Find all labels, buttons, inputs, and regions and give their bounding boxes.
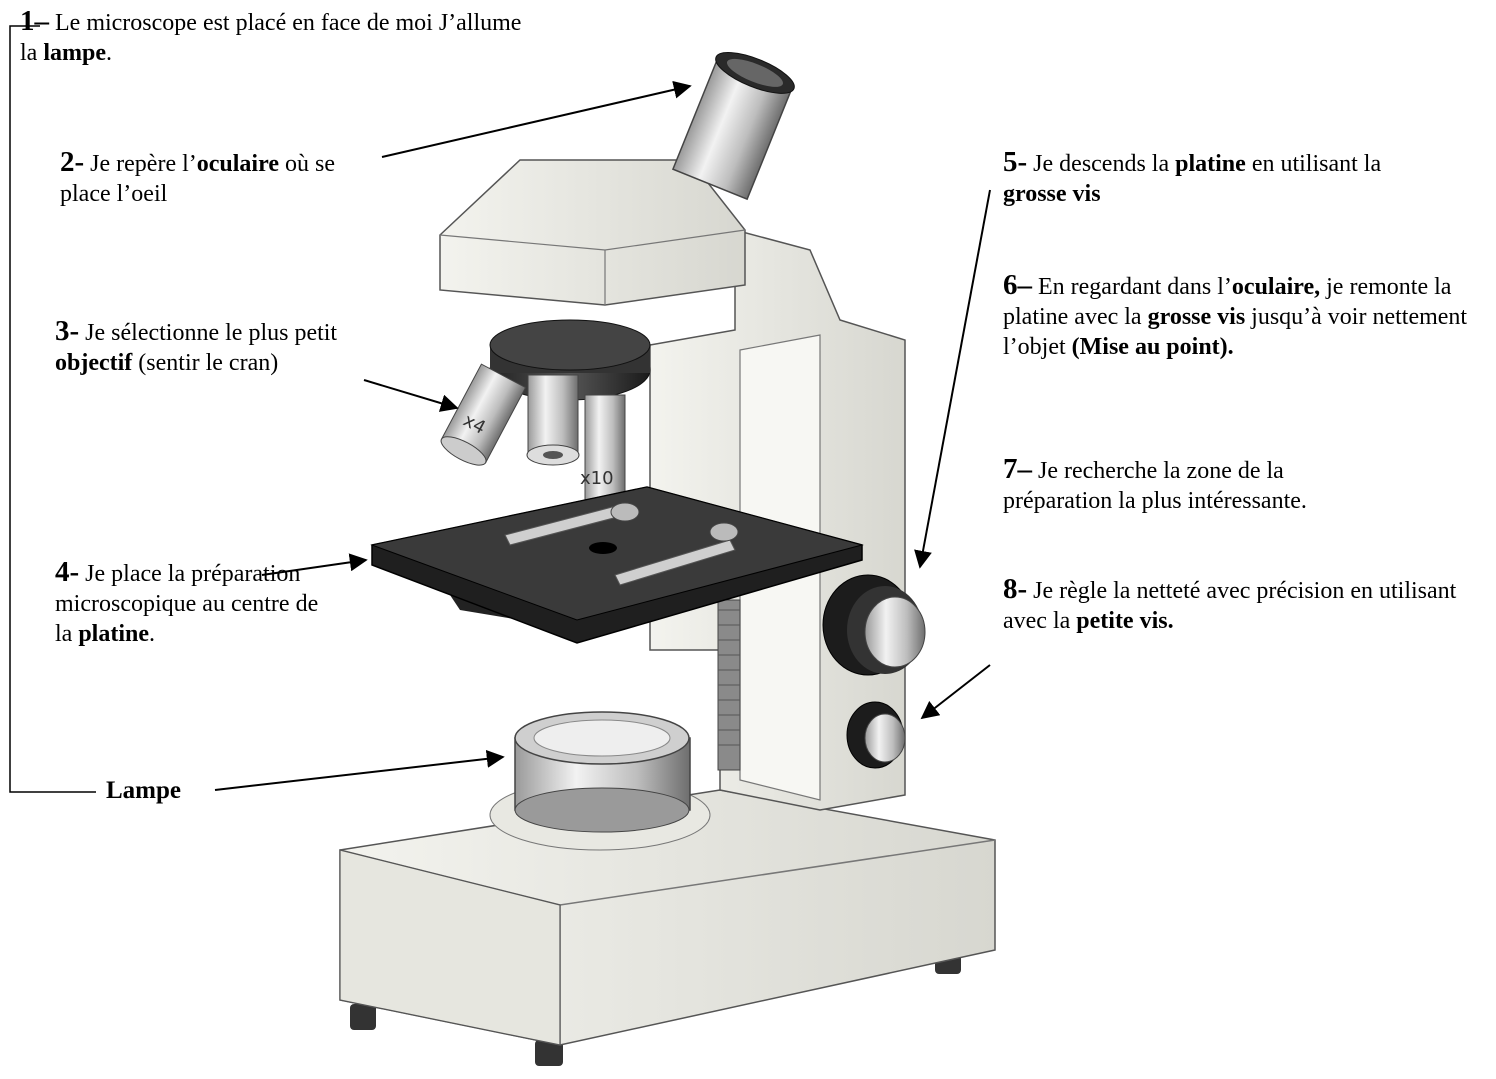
objective-x10-mark: x10 xyxy=(580,468,614,489)
step-2-note: 2- Je repère l’oculaire où se place l’oe… xyxy=(60,147,380,209)
step1-bracket xyxy=(10,26,96,792)
step-number: 3- xyxy=(55,315,79,347)
arrow-coarse-knob xyxy=(920,190,990,567)
microscope-head xyxy=(440,160,745,305)
eyepiece xyxy=(671,44,799,200)
step-number: 4- xyxy=(55,556,79,588)
step-number: 1– xyxy=(20,5,49,37)
step-text: Je descends la xyxy=(1027,151,1175,177)
step-number: 5- xyxy=(1003,146,1027,178)
step-text: en utilisant la xyxy=(1246,151,1381,177)
step-5-note: 5- Je descends la platine en utilisant l… xyxy=(1003,147,1403,209)
step-number: 8- xyxy=(1003,573,1027,605)
step-keyword: platine xyxy=(78,621,149,647)
coarse-focus-knob xyxy=(823,575,925,675)
objective-x4: x4 xyxy=(437,364,525,470)
lamp xyxy=(490,712,710,850)
step-6-note: 6– En regardant dans l’oculaire, je remo… xyxy=(1003,270,1473,362)
arrow-lamp xyxy=(215,757,503,790)
step-8-note: 8- Je règle la netteté avec précision en… xyxy=(1003,574,1488,636)
step-keyword: oculaire, xyxy=(1232,274,1320,300)
step-number: 2- xyxy=(60,146,84,178)
step-number: 6– xyxy=(1003,269,1032,301)
step-text: Je repère l’ xyxy=(84,151,197,177)
step-text: . xyxy=(106,40,112,66)
step-keyword: petite vis. xyxy=(1076,608,1173,634)
step-number: 7– xyxy=(1003,453,1032,485)
step-4-note: 4- Je place la préparation microscopique… xyxy=(55,557,325,649)
step-keyword: objectif xyxy=(55,350,132,376)
arrow-objective xyxy=(364,380,457,408)
step-text: En regardant dans l’ xyxy=(1032,274,1232,300)
step-text: (sentir le cran) xyxy=(132,350,278,376)
objective-medium xyxy=(527,375,579,465)
step-keyword: grosse vis xyxy=(1003,181,1101,207)
step-1-note: 1– Le microscope est placé en face de mo… xyxy=(20,6,530,68)
step-7-note: 7– Je recherche la zone de la préparatio… xyxy=(1003,454,1393,516)
step-keyword: oculaire xyxy=(197,151,279,177)
step-3-note: 3- Je sélectionne le plus petit objectif… xyxy=(55,316,385,378)
lamp-label: Lampe xyxy=(106,776,181,806)
arrow-fine-knob xyxy=(922,665,990,718)
step-text: . xyxy=(149,621,155,647)
step-keyword: platine xyxy=(1175,151,1246,177)
arrow-eyepiece xyxy=(382,86,690,157)
step-keyword: grosse vis xyxy=(1148,304,1246,330)
step-text: Je recherche la zone de la préparation l… xyxy=(1003,458,1307,514)
step-keyword: (Mise au point). xyxy=(1072,334,1234,360)
step-text: Je sélectionne le plus petit xyxy=(79,320,337,346)
step-keyword: lampe xyxy=(43,40,106,66)
step-text: Je règle la netteté avec précision en ut… xyxy=(1003,578,1456,634)
